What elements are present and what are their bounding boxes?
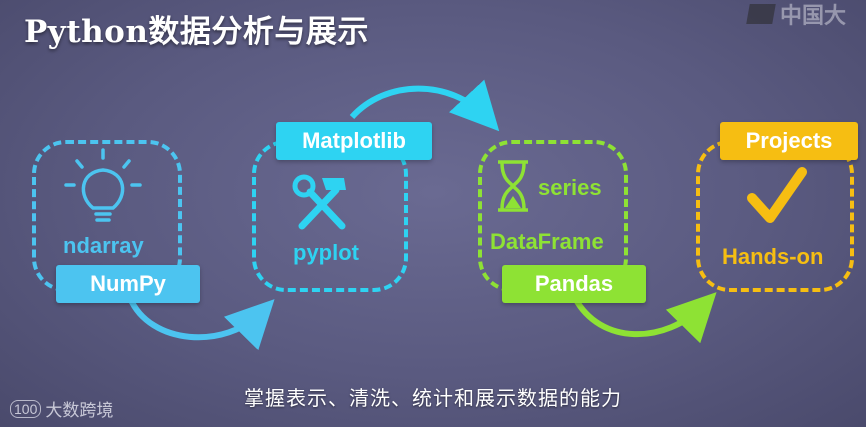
brand-name: 大数跨境	[45, 401, 114, 420]
matplotlib-item-pyplot: pyplot	[293, 240, 359, 265]
pandas-label: Pandas	[502, 265, 646, 303]
pandas-item-dataframe: DataFrame	[490, 229, 604, 254]
numpy-label: NumPy	[56, 265, 200, 303]
brand-logo-mark: 100	[10, 399, 42, 418]
watermark-text: 中国大	[780, 3, 847, 28]
numpy-item-ndarray: ndarray	[63, 233, 144, 258]
arrow-matplotlib-to-pandas	[349, 79, 500, 132]
slide-subtitle: 掌握表示、清洗、统计和展示数据的能力	[244, 388, 622, 410]
arrow-numpy-to-matplotlib	[127, 296, 275, 351]
matplotlib-label: Matplotlib	[276, 122, 432, 160]
arrow-pandas-to-projects	[572, 292, 717, 344]
slide-title: Python数据分析与展示	[24, 14, 369, 50]
watermark: 中国大	[746, 0, 866, 28]
projects-label: Projects	[720, 122, 858, 160]
projects-item-hands-on: Hands-on	[722, 244, 824, 269]
pandas-item-series: series	[538, 175, 602, 200]
brand-logo: 100 大数跨境	[10, 396, 113, 421]
